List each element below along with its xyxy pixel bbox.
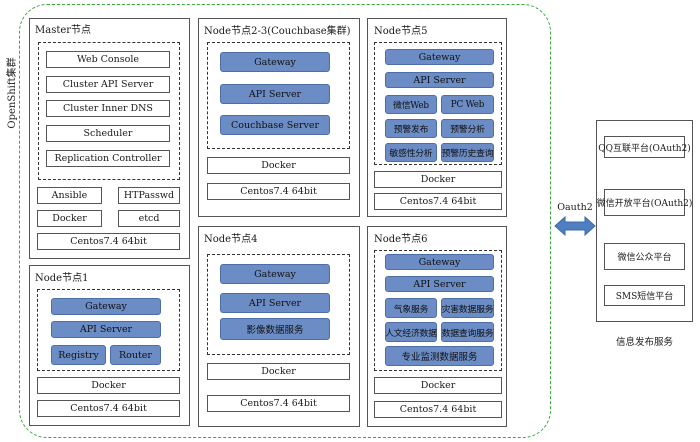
wechat-web-box: 微信Web	[385, 95, 437, 114]
node1-api-server-box: API Server	[51, 321, 161, 338]
node4-title: Node节点4	[204, 234, 258, 245]
couchbase-server-box: Couchbase Server	[220, 115, 330, 135]
router-box: Router	[110, 345, 161, 365]
disaster-data-service-box: 灾害数据服务	[441, 298, 494, 318]
warning-history-query-box: 预警历史查询	[441, 143, 494, 162]
docker-box-master: Docker	[37, 210, 102, 227]
master-components-group	[38, 42, 180, 180]
qq-connect-platform-box: QQ互联平台(OAuth2)	[598, 136, 691, 158]
node23-os-box: Centos7.4 64bit	[207, 183, 350, 200]
node6-api-server-box: API Server	[385, 276, 494, 292]
node23-gateway-box: Gateway	[220, 52, 330, 72]
sms-platform-box: SMS短信平台	[604, 285, 685, 306]
node4-services-group	[207, 254, 350, 355]
node5-services-group	[374, 42, 502, 165]
warning-publish-box: 预警发布	[385, 119, 437, 138]
node23-api-server-box: API Server	[220, 84, 330, 104]
cluster-inner-dns-box: Cluster Inner DNS	[46, 100, 170, 117]
master-os-box: Centos7.4 64bit	[37, 233, 180, 250]
node23-docker-box: Docker	[207, 157, 350, 174]
socioeconomic-data-box: 人文经济数据	[385, 322, 437, 342]
professional-monitoring-data-box: 专业监测数据服务	[385, 346, 494, 366]
wechat-open-platform-box: 微信开放平台(OAuth2)	[597, 189, 692, 216]
node4-gateway-box: Gateway	[220, 264, 330, 284]
node23-services-group	[207, 42, 350, 149]
weather-service-box: 气象服务	[385, 298, 437, 318]
master-title: Master节点	[35, 25, 92, 36]
ansible-box: Ansible	[37, 187, 102, 204]
node5-gateway-box: Gateway	[385, 49, 494, 65]
htpasswd-box: HTPasswd	[118, 187, 180, 204]
wechat-official-platform-box: 微信公众平台	[604, 243, 685, 270]
node1	[29, 265, 190, 426]
node6-docker-box: Docker	[374, 377, 502, 394]
replication-controller-box: Replication Controller	[46, 150, 170, 167]
oauth2-label: Oauth2	[557, 202, 593, 213]
node6-title: Node节点6	[374, 234, 428, 245]
scheduler-box: Scheduler	[46, 125, 170, 142]
node6-services-group	[374, 250, 502, 371]
node5-api-server-box: API Server	[385, 72, 494, 88]
info-publish-caption: 信息发布服务	[615, 337, 673, 348]
node5-os-box: Centos7.4 64bit	[374, 193, 502, 210]
web-console-box: Web Console	[46, 51, 170, 68]
oauth2-double-arrow-icon	[554, 216, 596, 236]
node6-gateway-box: Gateway	[385, 254, 494, 270]
node23-title: Node节点2-3(Couchbase集群)	[204, 26, 351, 37]
cluster-label: OpenShift集群	[7, 57, 18, 129]
node1-os-box: Centos7.4 64bit	[37, 400, 180, 417]
cluster-api-server-box: Cluster API Server	[46, 76, 170, 93]
node1-docker-box: Docker	[37, 377, 180, 394]
node5-title: Node节点5	[374, 26, 428, 37]
node4-api-server-box: API Server	[220, 293, 330, 313]
node4-docker-box: Docker	[207, 363, 350, 380]
data-query-service-box: 数据查询服务	[441, 322, 494, 342]
openshift-cluster-boundary	[19, 4, 551, 438]
node1-title: Node节点1	[35, 273, 89, 284]
node1-services-group	[37, 289, 180, 371]
sensitivity-analysis-box: 敏感性分析	[385, 143, 437, 162]
etcd-box: etcd	[118, 210, 180, 227]
node1-gateway-box: Gateway	[51, 298, 161, 315]
node6-os-box: Centos7.4 64bit	[374, 401, 502, 418]
node4-os-box: Centos7.4 64bit	[207, 395, 350, 412]
node5-docker-box: Docker	[374, 171, 502, 188]
registry-box: Registry	[51, 345, 106, 365]
pc-web-box: PC Web	[441, 95, 494, 114]
image-data-service-box: 影像数据服务	[220, 318, 330, 340]
warning-analysis-box: 预警分析	[441, 119, 494, 138]
